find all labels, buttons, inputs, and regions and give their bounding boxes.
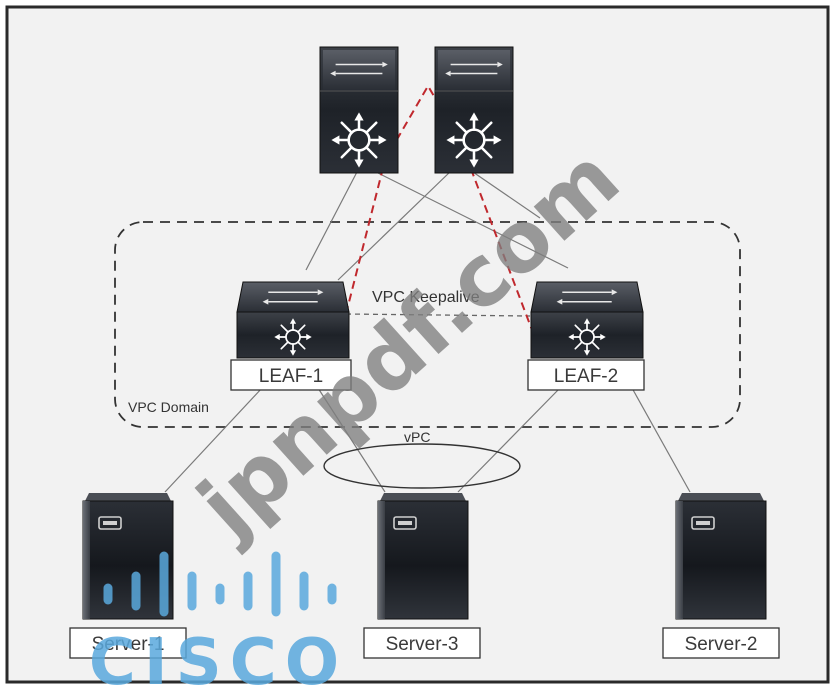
leaf2-label-box: LEAF-2 — [527, 359, 645, 391]
spine-switch-2 — [434, 46, 514, 174]
leaf-switch-2 — [530, 281, 644, 359]
server3-label-box: Server-3 — [363, 627, 481, 659]
keepalive-link — [345, 313, 531, 317]
server1-label-box: Server-1 — [69, 627, 187, 659]
vpc-domain-boundary — [114, 221, 741, 428]
vpc-label: vPC — [404, 429, 430, 445]
link-spine1-leaf2 — [371, 169, 569, 269]
leaf1-label: LEAF-1 — [259, 366, 323, 387]
leaf-server-links — [164, 387, 691, 493]
server-1 — [82, 493, 174, 620]
link-leaf2-server2 — [631, 387, 691, 493]
link-leaf1-server1 — [164, 387, 263, 493]
server-3 — [377, 493, 469, 620]
leaf1-label-box: LEAF-1 — [230, 359, 352, 391]
link-leaf1-server3 — [317, 387, 386, 493]
server2-label-box: Server-2 — [662, 627, 780, 659]
cisco-logo-text: CISCO — [89, 626, 347, 689]
leaf-switch-1 — [236, 281, 350, 359]
server3-label: Server-3 — [386, 634, 459, 655]
vpc-domain-label: VPC Domain — [128, 399, 209, 415]
link-spine2-leaf2 — [469, 169, 541, 219]
vpc-peer-link — [345, 84, 533, 331]
link-leaf2-server3 — [457, 387, 561, 493]
server-2 — [675, 493, 767, 620]
leaf2-label: LEAF-2 — [554, 366, 618, 387]
cisco-logo-watermark: CISCO — [89, 551, 347, 689]
vpc-ellipse — [323, 443, 521, 489]
server2-label: Server-2 — [685, 634, 758, 655]
spine-switch-1 — [319, 46, 399, 174]
spine-leaf-links — [305, 169, 569, 281]
keepalive-label: VPC Keepalive — [372, 289, 480, 306]
link-spine2-leaf1 — [337, 169, 453, 281]
link-spine1-leaf1 — [305, 169, 359, 271]
server1-label: Server-1 — [92, 634, 165, 655]
